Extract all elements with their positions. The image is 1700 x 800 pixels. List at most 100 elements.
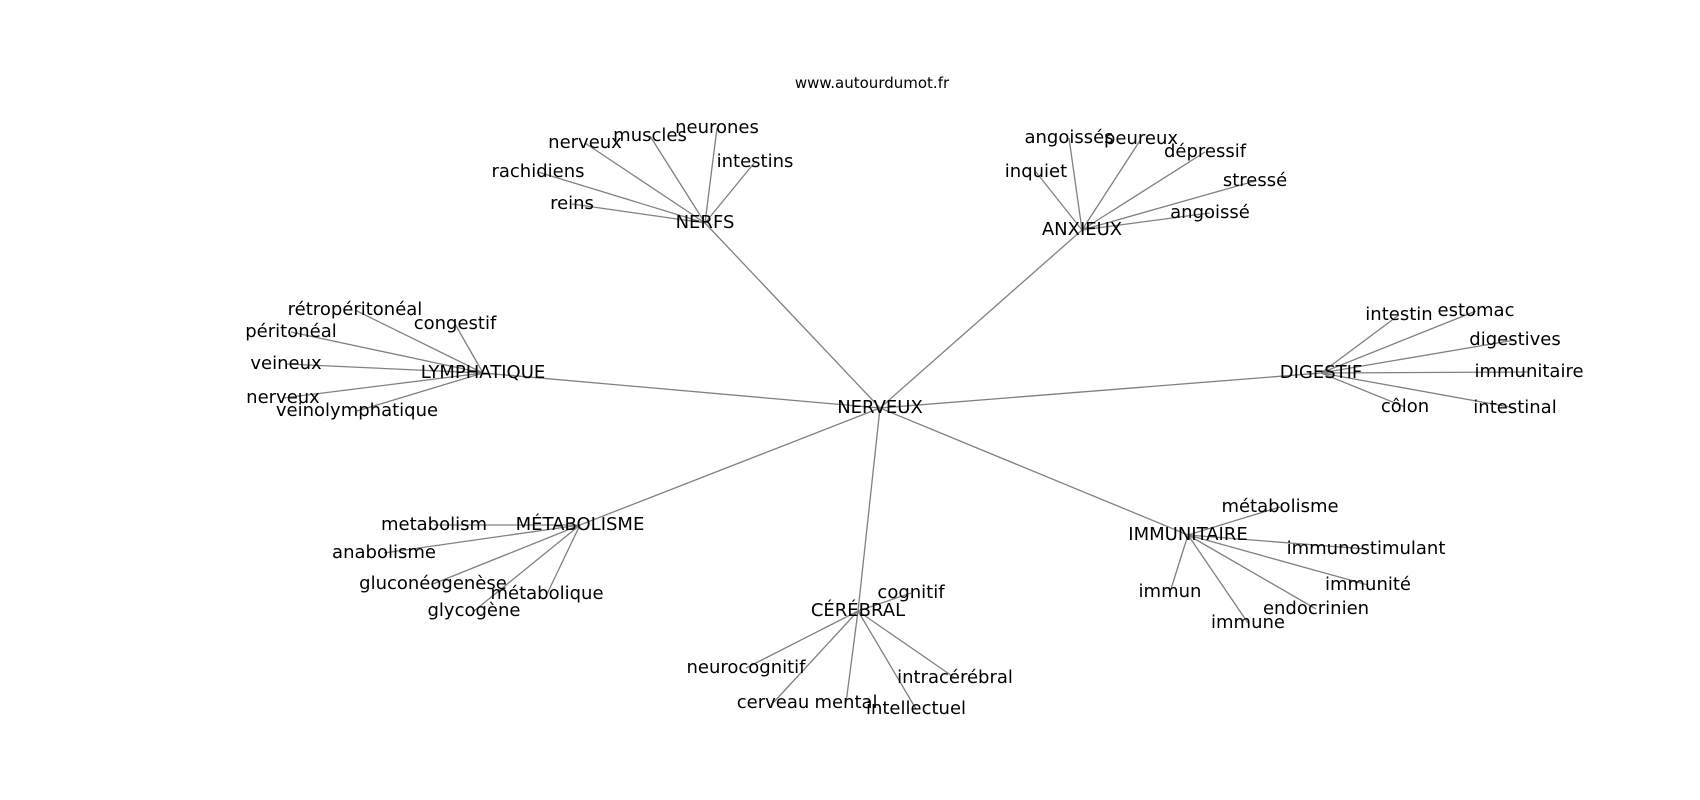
leaf-word[interactable]: intestin xyxy=(1365,304,1432,325)
labels: www.autourdumot.fr reins rachidiens nerveu… xyxy=(245,74,1583,719)
edge-center-0 xyxy=(704,222,881,409)
edge-leaf-4-2 xyxy=(432,524,581,585)
edge-leaf-5-3 xyxy=(1187,534,1317,610)
cluster-label[interactable]: CÉRÉBRAL xyxy=(811,599,905,621)
edge-leaf-6-2 xyxy=(857,610,917,710)
edge-leaf-0-0 xyxy=(571,203,706,224)
edge-leaf-5-0 xyxy=(1187,506,1281,536)
edge-leaf-1-4 xyxy=(1081,180,1256,231)
leaf-word[interactable]: inquiet xyxy=(1005,161,1067,182)
edge-center-3 xyxy=(879,372,1322,409)
edge-leaf-1-2 xyxy=(1081,138,1142,231)
leaf-word[interactable]: angoissé xyxy=(1170,202,1250,223)
edge-leaf-1-5 xyxy=(1081,212,1211,231)
leaf-word[interactable]: glycogène xyxy=(428,600,521,621)
leaf-word[interactable]: péritonéal xyxy=(245,321,337,342)
leaf-word[interactable]: nerveux xyxy=(548,132,622,153)
edge-leaf-0-5 xyxy=(704,161,756,224)
edge-leaf-0-4 xyxy=(704,127,718,224)
edge-leaf-2-0 xyxy=(354,309,484,374)
site-url[interactable]: www.autourdumot.fr xyxy=(795,74,950,92)
edge-leaf-0-2 xyxy=(584,142,706,224)
leaf-word[interactable]: metabolism xyxy=(381,514,487,535)
leaf-word[interactable]: anabolisme xyxy=(332,542,436,563)
edge-center-1 xyxy=(879,229,1083,409)
edge-leaf-1-1 xyxy=(1068,137,1083,231)
leaf-word[interactable]: dépressif xyxy=(1164,141,1247,162)
cluster-label[interactable]: MÉTABOLISME xyxy=(516,513,645,535)
leaf-word[interactable]: muscles xyxy=(613,125,687,146)
edge-leaf-3-1 xyxy=(1320,310,1477,374)
leaf-word[interactable]: immunostimulant xyxy=(1287,538,1446,559)
leaf-word[interactable]: congestif xyxy=(414,313,497,334)
leaf-word[interactable]: neurocognitif xyxy=(686,657,806,678)
leaf-word[interactable]: cerveau xyxy=(737,692,810,713)
leaf-word[interactable]: gluconéogenèse xyxy=(359,573,507,594)
edge-leaf-6-4 xyxy=(772,610,859,704)
edge-leaf-2-1 xyxy=(454,323,484,374)
edge-leaf-5-2 xyxy=(1187,534,1369,586)
edge-center-6 xyxy=(857,407,881,612)
edge-leaf-6-5 xyxy=(745,610,859,669)
edges xyxy=(282,127,1530,710)
edge-leaf-6-1 xyxy=(857,610,956,679)
edge-leaf-4-3 xyxy=(546,524,581,595)
leaf-word[interactable]: endocrinien xyxy=(1263,598,1369,619)
leaf-word[interactable]: stressé xyxy=(1223,170,1287,191)
edge-leaf-5-4 xyxy=(1187,534,1249,624)
leaf-word[interactable]: angoissés xyxy=(1024,127,1113,148)
edge-leaf-0-3 xyxy=(649,135,706,224)
edge-leaf-6-3 xyxy=(845,610,859,704)
leaf-word[interactable]: intestinal xyxy=(1473,397,1556,418)
leaf-word[interactable]: veinolymphatique xyxy=(276,400,438,421)
edge-leaf-3-0 xyxy=(1320,314,1400,374)
leaf-word[interactable]: estomac xyxy=(1438,300,1515,321)
edge-leaf-4-1 xyxy=(383,524,581,554)
leaf-word[interactable]: intellectuel xyxy=(866,698,966,719)
edge-leaf-3-4 xyxy=(1320,372,1516,409)
edge-leaf-2-5 xyxy=(356,372,484,412)
edge-leaf-5-1 xyxy=(1187,534,1367,550)
leaf-word[interactable]: mental xyxy=(814,692,877,713)
leaf-word[interactable]: intestins xyxy=(717,151,794,172)
leaf-word[interactable]: peureux xyxy=(1104,128,1178,149)
edge-leaf-1-0 xyxy=(1035,171,1083,231)
leaf-word[interactable]: digestives xyxy=(1469,329,1560,350)
leaf-word[interactable]: métabolisme xyxy=(1221,496,1338,517)
cluster-label[interactable]: LYMPHATIQUE xyxy=(421,362,546,383)
leaf-word[interactable]: immune xyxy=(1211,612,1285,633)
edge-leaf-1-3 xyxy=(1081,151,1206,231)
leaf-word[interactable]: veineux xyxy=(250,353,322,374)
edge-center-2 xyxy=(482,372,881,409)
edge-leaf-2-2 xyxy=(290,331,484,374)
leaf-word[interactable]: immun xyxy=(1139,581,1202,602)
edge-leaf-0-1 xyxy=(537,171,706,224)
cluster-label[interactable]: DIGESTIF xyxy=(1280,362,1363,383)
leaf-word[interactable]: neurones xyxy=(675,117,759,138)
leaf-word[interactable]: rachidiens xyxy=(491,161,584,182)
leaf-word[interactable]: cognitif xyxy=(877,582,945,603)
edge-leaf-3-2 xyxy=(1320,339,1516,374)
leaf-word[interactable]: intracérébral xyxy=(897,667,1013,688)
edge-leaf-6-0 xyxy=(857,592,912,612)
cluster-label[interactable]: IMMUNITAIRE xyxy=(1128,524,1247,545)
edge-leaf-3-3 xyxy=(1320,371,1530,374)
edge-leaf-2-4 xyxy=(282,372,484,399)
edge-leaf-5-5 xyxy=(1169,534,1189,593)
edge-leaf-2-3 xyxy=(285,363,484,374)
leaf-word[interactable]: reins xyxy=(550,193,594,214)
leaf-word[interactable]: rétropéritonéal xyxy=(288,299,423,320)
center-word[interactable]: NERVEUX xyxy=(837,397,923,418)
leaf-word[interactable]: immunité xyxy=(1325,574,1411,595)
leaf-word[interactable]: nerveux xyxy=(246,387,320,408)
leaf-word[interactable]: immunitaire xyxy=(1474,361,1583,382)
cluster-label[interactable]: ANXIEUX xyxy=(1042,219,1122,240)
leaf-word[interactable]: côlon xyxy=(1381,396,1429,417)
edge-leaf-4-4 xyxy=(473,524,581,612)
edge-center-4 xyxy=(579,407,881,526)
cluster-label[interactable]: NERFS xyxy=(676,212,735,233)
edge-center-5 xyxy=(879,407,1189,536)
edge-leaf-3-5 xyxy=(1320,372,1406,408)
leaf-word[interactable]: métabolique xyxy=(490,583,603,604)
